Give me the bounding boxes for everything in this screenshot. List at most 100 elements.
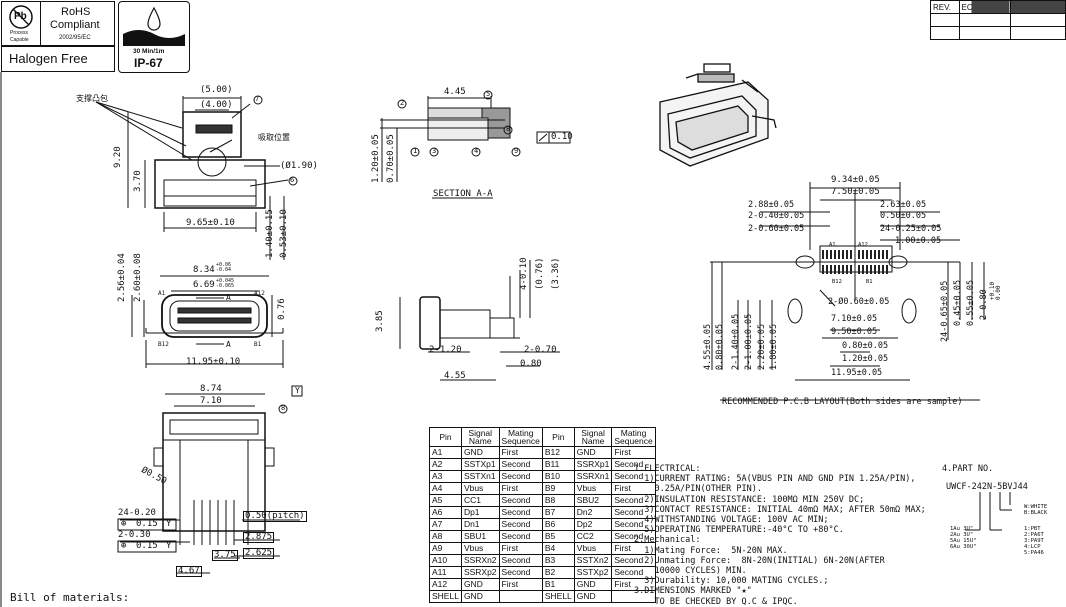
pcb-vertical-dims bbox=[711, 262, 985, 370]
table-header: Mating Sequence bbox=[498, 427, 543, 447]
pcb-dim-1-20: 1.20±0.05 bbox=[842, 354, 889, 364]
table-cell: SHELL bbox=[429, 590, 462, 603]
rev-cell bbox=[958, 26, 1012, 40]
rohs-line3: 2002/95/EC bbox=[59, 35, 91, 41]
pcb-vdim-2-0-80-tol: +0.10 0.00 bbox=[989, 281, 1002, 300]
pcb-dim-0-80: 0.80±0.05 bbox=[842, 341, 889, 351]
table-header: Signal Name bbox=[460, 427, 500, 447]
callout-8-circle bbox=[278, 404, 288, 414]
table-cell: Second bbox=[498, 470, 543, 483]
table-cell: A8 bbox=[429, 530, 462, 543]
pcb-layout-drawing bbox=[710, 182, 980, 401]
dim-6-69: 6.69 bbox=[193, 280, 215, 290]
dim-8-74: 8.74 bbox=[200, 384, 222, 394]
table-cell: Vbus bbox=[460, 482, 500, 495]
table-cell: Vbus bbox=[573, 542, 613, 555]
table-cell: Vbus bbox=[460, 542, 500, 555]
dim-3-75: 3.75 bbox=[212, 550, 238, 561]
table-cell: First bbox=[498, 578, 543, 591]
pcb-dim-7-10: 7.10±0.05 bbox=[831, 314, 878, 324]
callout-2: 2 bbox=[400, 99, 405, 107]
halogen-free-text: Halogen Free bbox=[9, 51, 88, 66]
callout-4: 4 bbox=[474, 147, 479, 155]
pb-no-lead-icon bbox=[9, 5, 33, 29]
table-cell: A10 bbox=[429, 554, 462, 567]
pcb-dim-2-88: 2.88±0.05 bbox=[748, 200, 795, 210]
table-header: Signal Name bbox=[573, 427, 613, 447]
pcb-dim-0-50: 0.50±0.05 bbox=[880, 211, 927, 221]
dim-24-0-20: 24-0.20 bbox=[118, 508, 156, 518]
table-header-row: Pin Signal Name Mating Sequence Pin Sign… bbox=[429, 427, 656, 447]
pcb-pin-b12: B12 bbox=[832, 279, 842, 285]
pin-label-b12: B12 bbox=[158, 341, 169, 348]
dim-9-65: 9.65±0.10 bbox=[186, 218, 235, 228]
pcb-vdim-2-0-80: 2-0.80 bbox=[979, 289, 989, 320]
callout-9-circle bbox=[511, 147, 521, 157]
pin-label-b1: B1 bbox=[254, 341, 262, 348]
electrical-mechanical-notes: 1.ELECTRICAL: 1)CURRENT RATING: 5A(VBUS … bbox=[634, 464, 926, 607]
dim-pitch: 0.50(pitch) bbox=[243, 511, 307, 522]
table-cell: SSRXp2 bbox=[460, 566, 500, 579]
dim-0-76-ref: (0.76) bbox=[535, 257, 545, 290]
datum-y: Y bbox=[295, 386, 300, 395]
table-cell: SBU1 bbox=[460, 530, 500, 543]
callout-5-circle bbox=[483, 90, 493, 100]
dim-8-34-tol: +0.06 -0.04 bbox=[216, 262, 232, 273]
dim-2-875: 2.875 bbox=[243, 532, 275, 543]
table-cell: CC2 bbox=[573, 530, 613, 543]
table-cell: B3 bbox=[541, 554, 575, 567]
rohs-line1: RoHS bbox=[61, 6, 91, 18]
table-cell: GND bbox=[460, 578, 500, 591]
dim-3-70: 3.70 bbox=[133, 170, 143, 192]
dim-8-34: 8.34 bbox=[193, 265, 215, 275]
callout-7: 7 bbox=[255, 95, 260, 103]
callout-6: 6 bbox=[290, 176, 295, 184]
table-cell: B4 bbox=[541, 542, 575, 555]
pcb-pad-row bbox=[822, 250, 888, 274]
table-cell: SSRXp1 bbox=[573, 458, 613, 471]
fcf-box-2 bbox=[117, 540, 177, 553]
table-cell: A11 bbox=[429, 566, 462, 579]
table-header: Pin bbox=[541, 427, 575, 447]
revision-block: REV. EC bbox=[930, 0, 1066, 40]
part-number-title: 4.PART NO. bbox=[942, 464, 994, 474]
pin-label-a1: A1 bbox=[158, 290, 166, 297]
table-cell: SSTXn2 bbox=[573, 554, 613, 567]
pcb-dim-11-95: 11.95±0.05 bbox=[831, 368, 883, 378]
callout-6-circle bbox=[288, 176, 298, 186]
table-cell: A4 bbox=[429, 482, 462, 495]
table-cell: Dp1 bbox=[460, 506, 500, 519]
part-number-leaders bbox=[965, 492, 1012, 531]
table-cell: B12 bbox=[541, 446, 575, 459]
table-cell: A3 bbox=[429, 470, 462, 483]
dim-0-53: 0.53±0.10 bbox=[279, 209, 289, 258]
table-cell: Second bbox=[498, 458, 543, 471]
table-cell: SSTXp1 bbox=[460, 458, 500, 471]
pcb-dim-2-0-60: 2-0.60±0.05 bbox=[748, 224, 805, 234]
fcf-tol-2: 0.15 bbox=[136, 541, 158, 551]
pcb-vdim-1-80: 1.80±0.05 bbox=[769, 323, 779, 370]
support-bump-label: 支撑凸包 bbox=[76, 94, 108, 103]
table-cell: B5 bbox=[541, 530, 575, 543]
table-cell: B8 bbox=[541, 494, 575, 507]
package-material-options: 1:PBT 2:PA6T 3:PA9T 4:LCP 5:PA46 bbox=[1024, 526, 1044, 556]
dim-2-0-30: 2-0.30 bbox=[118, 530, 151, 540]
fcf-symbol-1: ⊕ bbox=[121, 519, 127, 529]
table-cell: SHELL bbox=[541, 590, 575, 603]
table-cell: Second bbox=[498, 494, 543, 507]
pin-label-a12: A12 bbox=[254, 290, 265, 297]
table-cell: First bbox=[498, 482, 543, 495]
dim-4-45: 4.45 bbox=[444, 87, 466, 97]
rohs-line2: Compliant bbox=[50, 19, 100, 31]
dim-0-70: 0.70±0.05 bbox=[386, 134, 396, 183]
